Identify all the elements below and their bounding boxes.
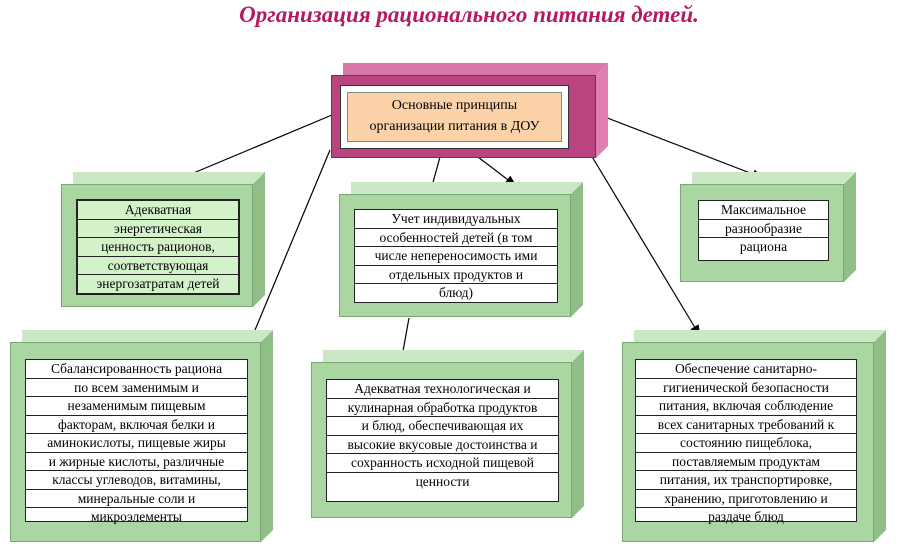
sanitary-line: раздаче блюд <box>708 509 784 524</box>
central-line: Основные принципы <box>391 98 518 113</box>
individual-text: Учет индивидуальных особенностей детей (… <box>354 209 558 303</box>
balance-line: незаменимым пищевым <box>26 397 247 416</box>
variety-text: Максимальное разнообразие рациона <box>698 200 829 261</box>
sanitary-line: гигиенической безопасности <box>636 379 856 397</box>
technology-line: высокие вкусовые достоинства и <box>327 436 558 454</box>
energy-text: Адекватная энергетическая ценность рацио… <box>76 199 240 295</box>
balance-line: минеральные соли и <box>26 490 247 508</box>
variety-line: Максимальное <box>699 201 828 220</box>
technology-line: и блюд, обеспечивающая их <box>327 417 558 436</box>
page-title: Организация рационального питания детей. <box>239 2 699 27</box>
balance-line: аминокислоты, пищевые жиры <box>26 434 247 453</box>
sanitary-line: поставляемым продуктам <box>636 453 856 471</box>
balance-line: классы углеводов, витамины, <box>26 471 247 490</box>
energy-line: ценность рационов, <box>78 238 238 257</box>
technology-line: Адекватная технологическая и <box>327 380 558 399</box>
variety-line: разнообразие <box>699 220 828 238</box>
sanitary-line: питания, включая соблюдение <box>636 397 856 416</box>
balance-line: и жирные кислоты, различные <box>26 453 247 471</box>
variety-box: Максимальное разнообразие рациона <box>680 172 856 282</box>
balance-box: Сбалансированность рациона по всем замен… <box>10 330 273 542</box>
sanitary-box: Обеспечение санитарно- гигиенической без… <box>622 330 886 542</box>
individual-line: особенностей детей (в том <box>355 229 557 247</box>
balance-line: факторам, включая белки и <box>26 416 247 434</box>
individual-line: блюд) <box>438 285 474 300</box>
central-label: Основные принципы организации питания в … <box>347 92 562 142</box>
variety-line: рациона <box>739 239 788 254</box>
sanitary-line: состоянию пищеблока, <box>636 434 856 453</box>
technology-line: кулинарная обработка продуктов <box>327 399 558 417</box>
balance-line: Сбалансированность рациона <box>26 360 247 379</box>
energy-line: Адекватная <box>78 201 238 220</box>
central-line: организации питания в ДОУ <box>369 119 540 134</box>
arrow-to-variety <box>596 113 765 179</box>
arrow-to-individual-right <box>477 156 517 187</box>
sanitary-line: питания, их транспортировке, <box>636 471 856 490</box>
individual-line: Учет индивидуальных <box>355 210 557 229</box>
technology-box: Адекватная технологическая и кулинарная … <box>311 350 584 518</box>
arrow-to-balance <box>249 149 331 344</box>
sanitary-line: всех санитарных требований к <box>636 416 856 434</box>
sanitary-text: Обеспечение санитарно- гигиенической без… <box>635 359 857 524</box>
balance-line: микроэлементы <box>91 509 182 524</box>
sanitary-line: хранению, приготовлению и <box>636 490 856 508</box>
central-box: Основные принципы организации питания в … <box>331 63 608 158</box>
balance-text: Сбалансированность рациона по всем замен… <box>25 359 248 524</box>
technology-text: Адекватная технологическая и кулинарная … <box>326 379 559 502</box>
arrow-to-energy <box>170 114 333 183</box>
individual-line: отдельных продуктов и <box>355 266 557 284</box>
arrow-to-sanitary <box>587 149 701 338</box>
individual-box: Учет индивидуальных особенностей детей (… <box>339 182 583 317</box>
balance-line: по всем заменимым и <box>26 379 247 397</box>
sanitary-line: Обеспечение санитарно- <box>636 360 856 379</box>
energy-box: Адекватная энергетическая ценность рацио… <box>61 172 265 307</box>
technology-line: ценности <box>415 473 470 489</box>
arrow-to-individual-left <box>431 156 441 187</box>
energy-line: энергозатратам детей <box>96 276 220 291</box>
energy-line: энергетическая <box>78 220 238 238</box>
individual-line: числе непереносимость ими <box>355 247 557 266</box>
technology-line: сохранность исходной пищевой <box>327 454 558 473</box>
energy-line: соответствующая <box>78 257 238 275</box>
